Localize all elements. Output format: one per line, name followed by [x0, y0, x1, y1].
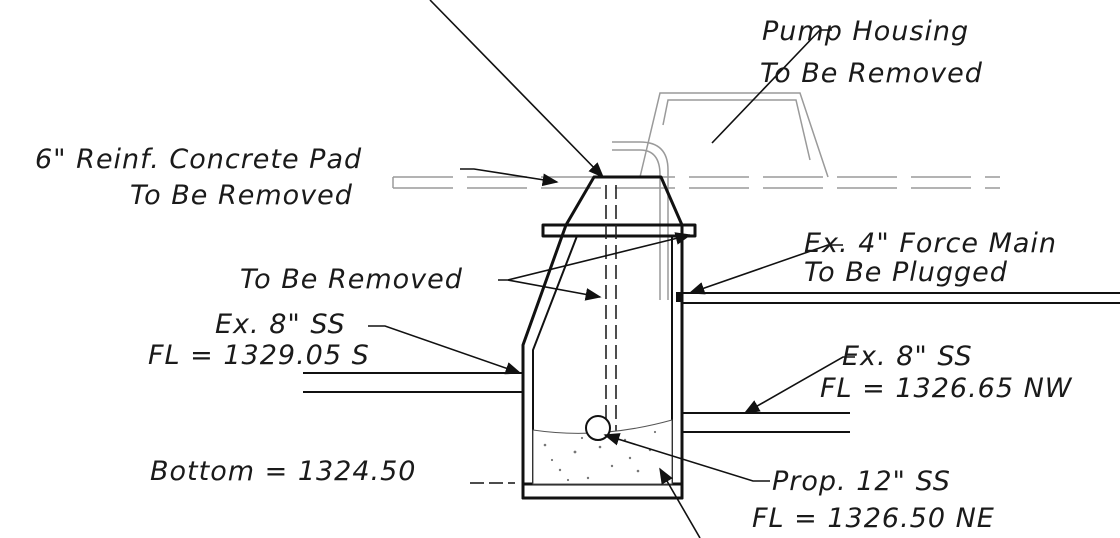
label-concrete-pad-remove: To Be Removed: [130, 180, 353, 211]
label-pump-housing: Pump Housing: [762, 16, 969, 47]
label-fl-1329-05: FL = 1329.05 S: [148, 340, 370, 371]
ex-8in-ss-south-pipe: [303, 372, 523, 393]
label-ex-8in-ss-nw: Ex. 8" SS: [842, 341, 973, 372]
gravel-bedding: [532, 419, 673, 485]
label-pump-housing-remove: To Be Removed: [760, 58, 983, 89]
label-fl-1326-50: FL = 1326.50 NE: [752, 503, 995, 534]
manhole-structure: [521, 175, 697, 500]
label-bottom-elevation: Bottom = 1324.50: [150, 456, 416, 487]
pump-housing-outline: [639, 92, 829, 178]
label-ex-8in-ss-south: Ex. 8" SS: [215, 309, 346, 340]
pump-discharge-pipe: [612, 141, 669, 300]
proposed-12in-pipe: [585, 415, 611, 441]
label-concrete-pad: 6" Reinf. Concrete Pad: [35, 144, 362, 175]
label-force-main-plugged: To Be Plugged: [804, 257, 1008, 288]
labels: Pump Housing To Be Removed 6" Reinf. Con…: [35, 16, 1073, 534]
label-ring-to-be-removed: To Be Removed: [240, 264, 463, 295]
label-prop-12in-ss: Prop. 12" SS: [772, 466, 951, 497]
ex-4in-force-main-pipe: [676, 292, 1120, 304]
label-fl-1326-65: FL = 1326.65 NW: [820, 373, 1073, 404]
leader-lines: [368, 0, 855, 538]
ex-8in-ss-nw-pipe: [682, 412, 850, 433]
label-force-main: Ex. 4" Force Main: [804, 228, 1057, 259]
existing-concrete-pad-dashed: [392, 176, 1000, 189]
